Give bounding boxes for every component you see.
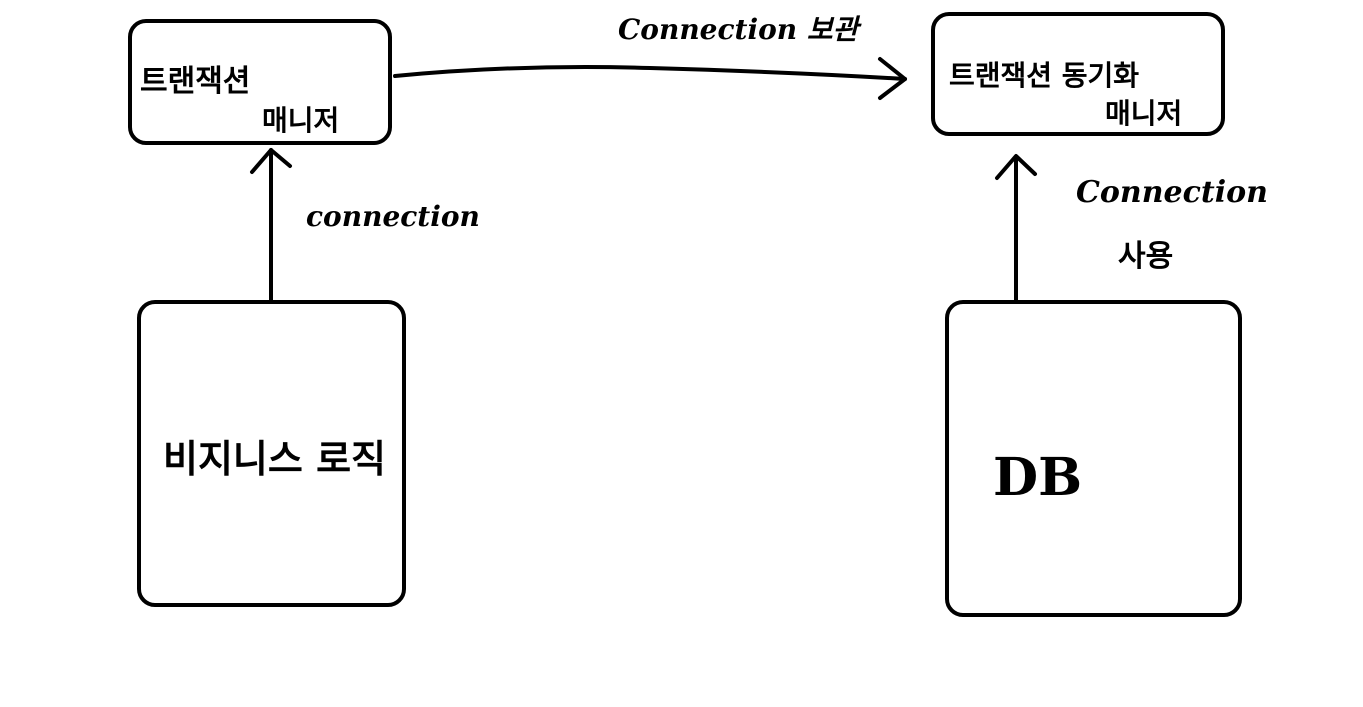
node-transaction-manager: 트랜잭션 매니저 — [128, 19, 392, 145]
arrowhead-logic-to-tx-manager — [250, 148, 292, 174]
node-transaction-sync-manager: 트랜잭션 동기화 매니저 — [931, 12, 1225, 136]
arrowhead-db-to-sync — [995, 154, 1037, 180]
node-transaction-sync-manager-line1: 트랜잭션 동기화 — [949, 59, 1140, 92]
edge-label-connection-use-line2: 사용 — [1118, 239, 1174, 274]
arrowhead-tx-manager-to-sync — [878, 57, 907, 100]
node-db: DB — [945, 300, 1242, 617]
node-transaction-sync-manager-line2: 매니저 — [1105, 97, 1183, 130]
node-transaction-manager-line2: 매니저 — [262, 104, 340, 137]
node-business-logic-label: 비지니스 로직 — [163, 437, 386, 481]
edge-label-connection: connection — [306, 200, 480, 233]
node-transaction-manager-line1: 트랜잭션 — [140, 64, 251, 99]
edge-label-connection-store: Connection 보관 — [618, 13, 859, 46]
edge-label-connection-use-line1: Connection — [1076, 175, 1268, 210]
node-db-label: DB — [993, 447, 1083, 508]
arrow-tx-manager-to-sync — [393, 65, 907, 81]
node-business-logic: 비지니스 로직 — [137, 300, 406, 607]
